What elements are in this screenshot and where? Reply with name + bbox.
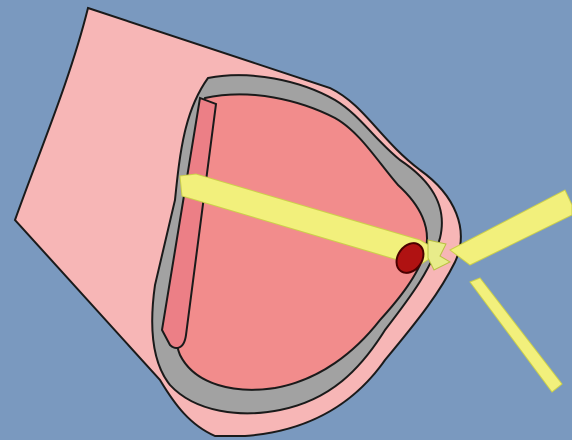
illustration-canvas bbox=[0, 0, 572, 440]
illustration-svg bbox=[0, 0, 572, 440]
